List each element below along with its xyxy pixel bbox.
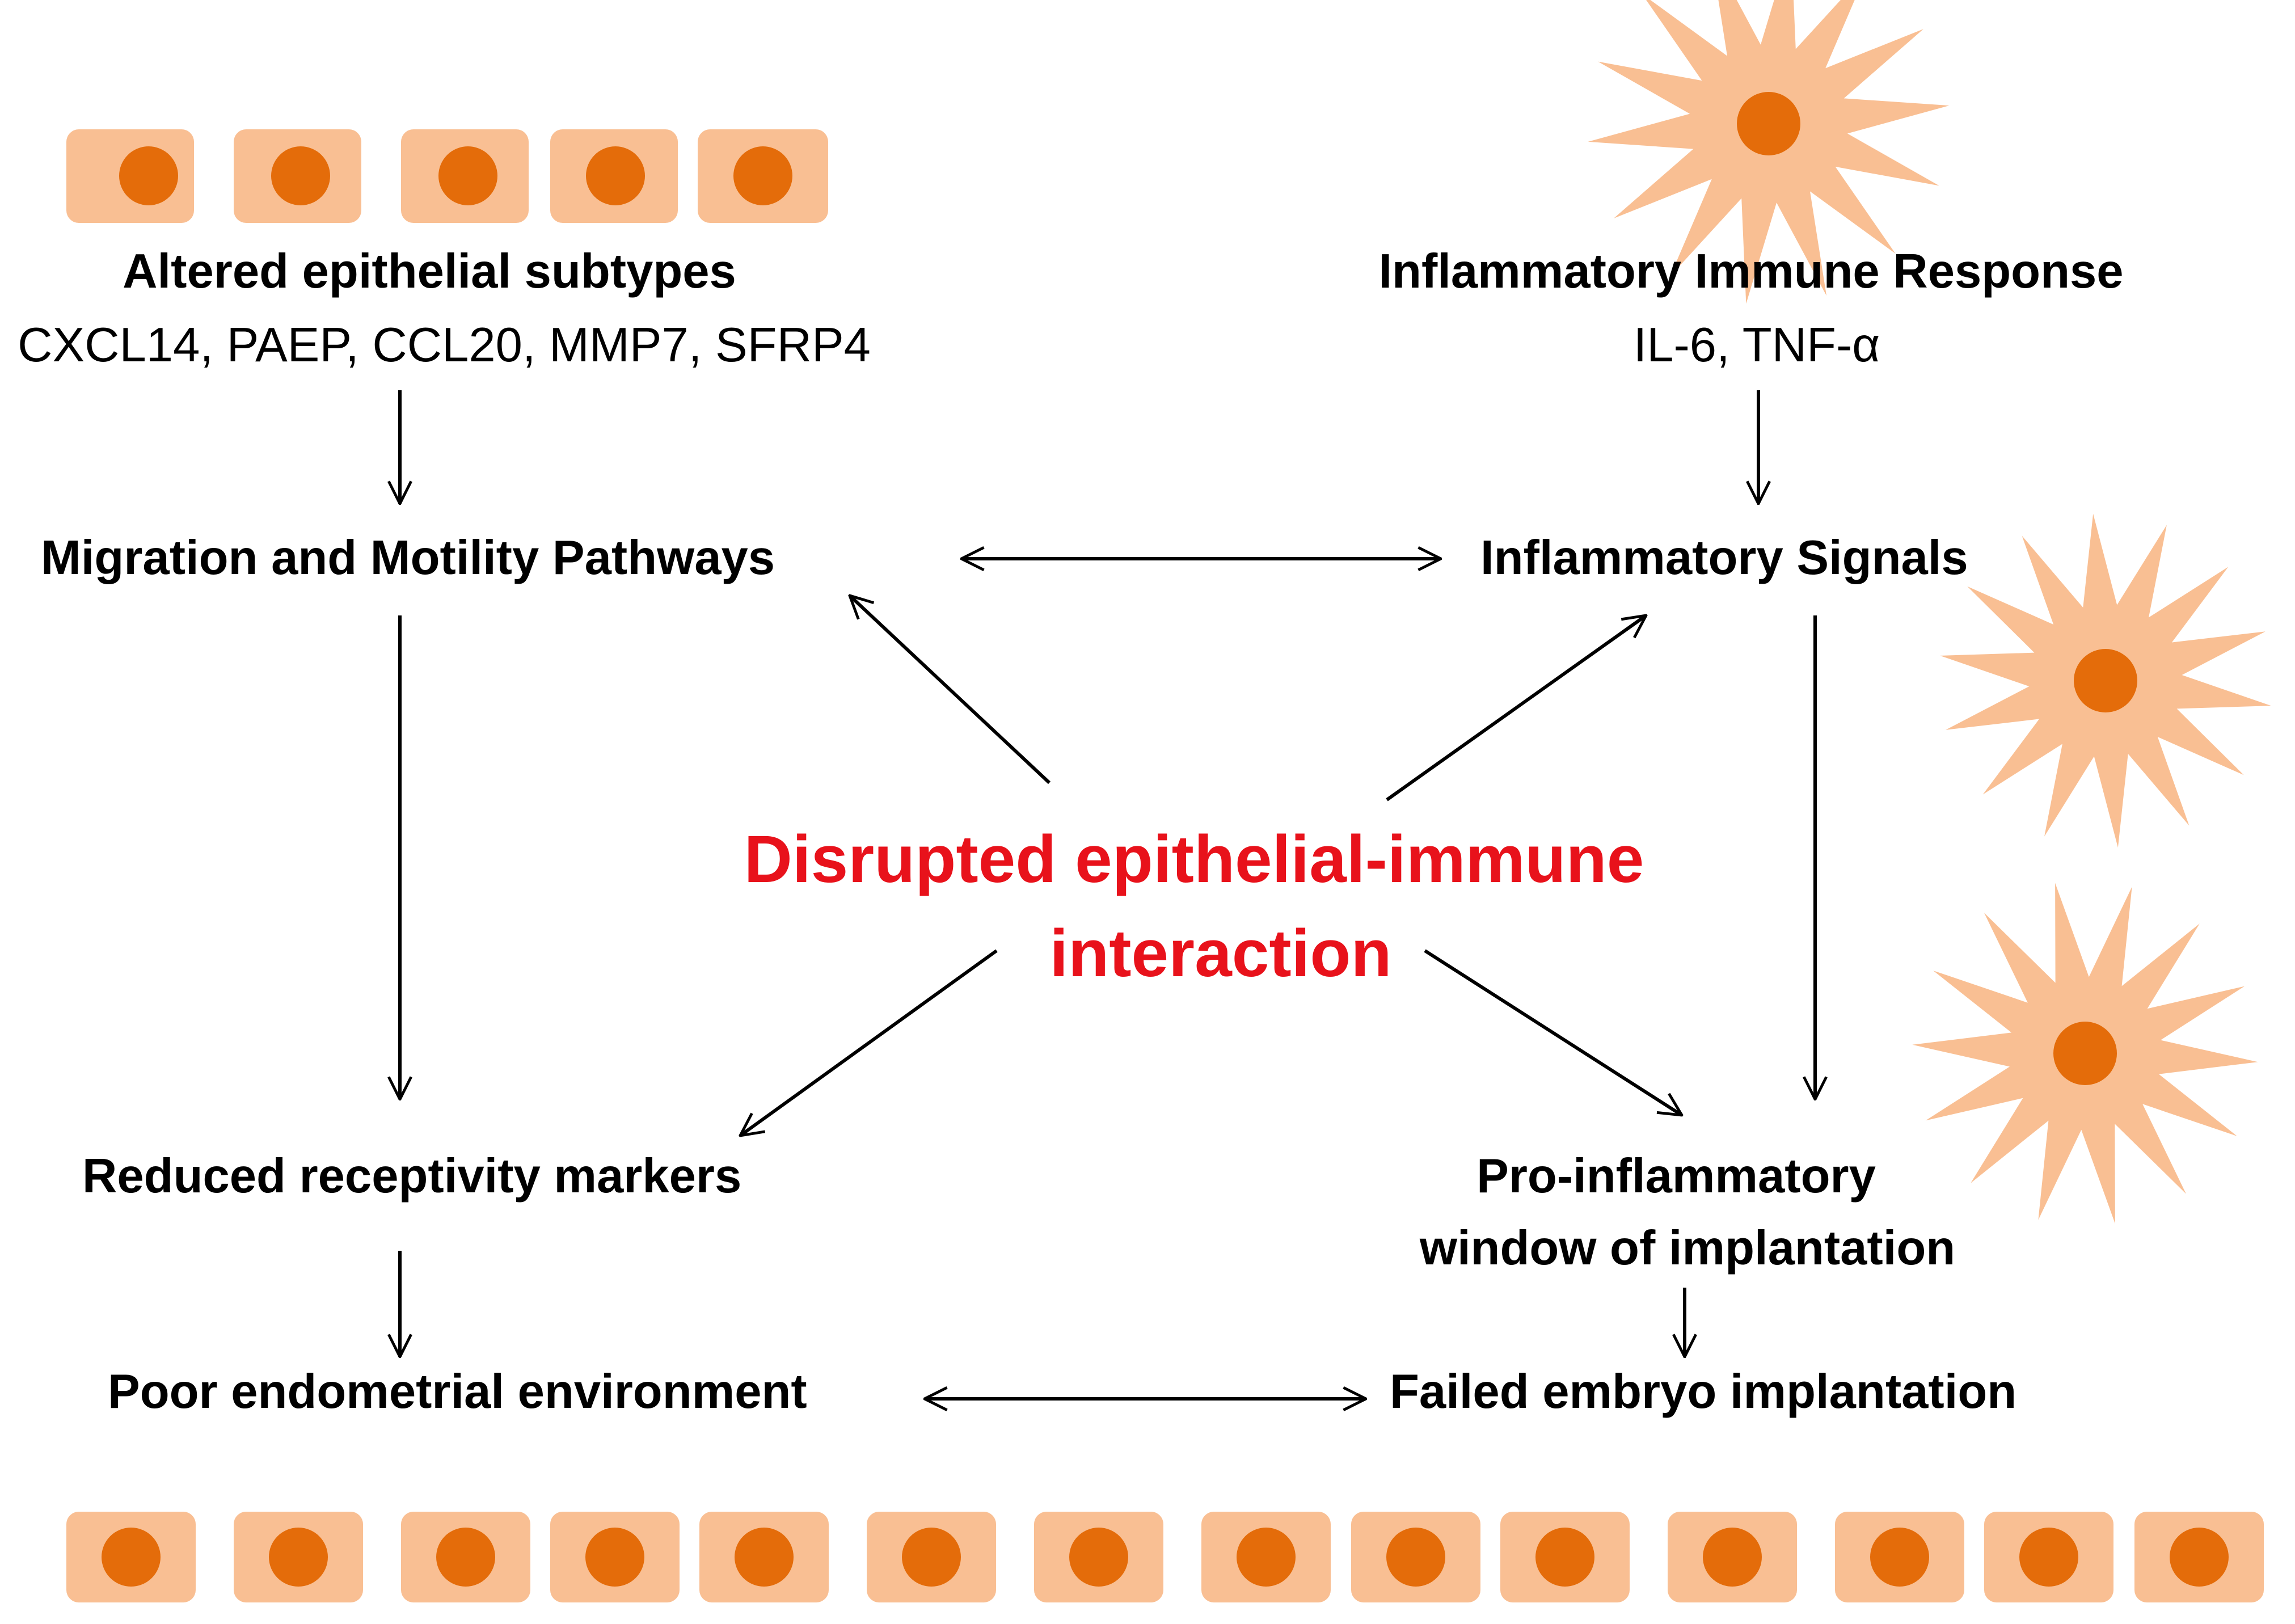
epithelial-title: Altered epithelial subtypes <box>123 244 736 298</box>
epithelial-cell-icon <box>1034 1512 1163 1602</box>
immune-title: Inflammatory Immune Response <box>1378 244 2124 298</box>
epithelial-cell-icon <box>699 1512 829 1602</box>
inflammatory-signals: Inflammatory Signals <box>1480 531 1968 585</box>
epithelial-cell-icon <box>401 1512 530 1602</box>
epithelial-cell-icon <box>401 129 529 223</box>
epithelial-cell-icon <box>1201 1512 1331 1602</box>
epithelial-cell-icon <box>867 1512 996 1602</box>
failed-implantation: Failed embryo implantation <box>1390 1365 2017 1419</box>
epithelial-cell-icon <box>550 129 678 223</box>
immune-cell-icon <box>1588 0 1950 304</box>
epithelial-cell-icon <box>234 129 361 223</box>
epithelial-cell-icon <box>550 1512 680 1602</box>
reduced-receptivity: Reduced receptivity markers <box>82 1149 742 1203</box>
proinflammatory-line1: Pro-inflammatory <box>1476 1149 1876 1203</box>
immune-cell-icon <box>1940 513 2271 848</box>
arrow-center-to-proinflam <box>1424 949 1682 1115</box>
epithelial-cell-icon <box>1835 1512 1964 1602</box>
arrow-center-to-reduced <box>740 949 998 1136</box>
arrow-center-to-signals <box>1386 615 1646 802</box>
epithelial-cell-icon <box>1668 1512 1797 1602</box>
epithelial-cell-icon <box>2134 1512 2264 1602</box>
immune-cell-icon <box>1912 883 2258 1224</box>
migration-pathways: Migration and Motility Pathways <box>41 531 775 585</box>
poor-environment: Poor endometrial environment <box>108 1365 807 1419</box>
epithelial-cell-icon <box>1351 1512 1480 1602</box>
epithelial-cell-icon <box>1500 1512 1630 1602</box>
epithelial-cell-icon <box>66 1512 196 1602</box>
epithelial-cell-icon <box>66 129 194 223</box>
proinflammatory-line2: window of implantation <box>1419 1221 1956 1275</box>
epithelial-cells-top <box>66 129 828 223</box>
arrow-center-to-migration <box>850 596 1051 784</box>
center-title-line1: Disrupted epithelial-immune <box>744 822 1644 897</box>
epithelial-cell-icon <box>1984 1512 2113 1602</box>
epithelial-cells-bottom <box>66 1512 2264 1602</box>
epithelial-genes: CXCL14, PAEP, CCL20, MMP7, SFRP4 <box>18 318 871 372</box>
center-title-line2: interaction <box>1049 916 1392 991</box>
epithelial-cell-icon <box>234 1512 363 1602</box>
immune-cytokines: IL-6, TNF-α <box>1633 318 1880 372</box>
epithelial-cell-icon <box>698 129 828 223</box>
